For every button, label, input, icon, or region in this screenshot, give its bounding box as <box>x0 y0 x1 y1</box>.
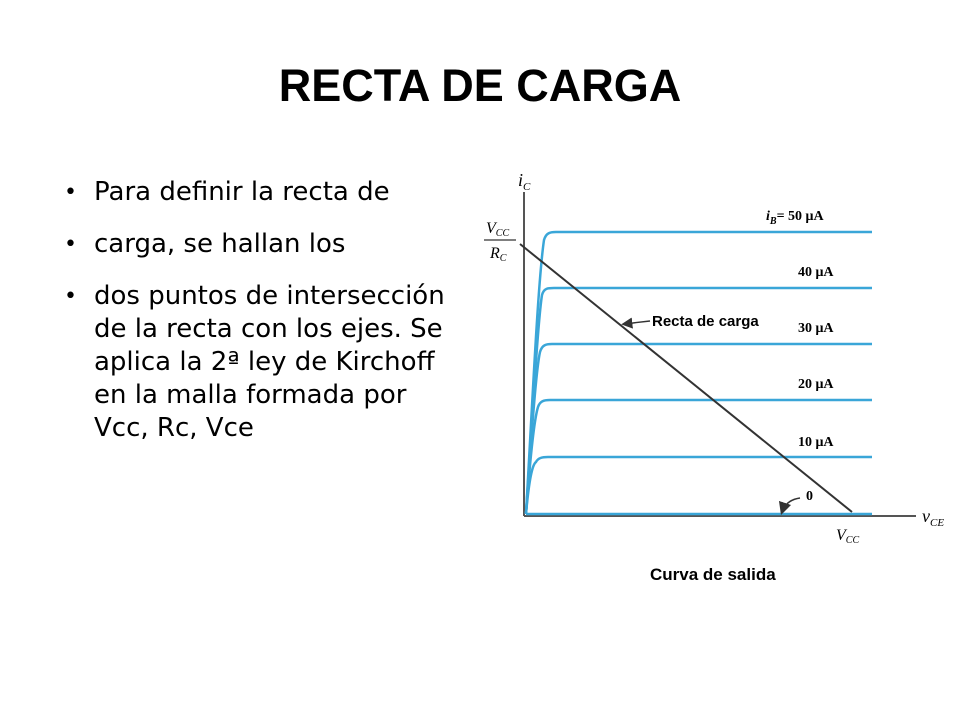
output-characteristic-diagram: iC vCE VCC RC VCC iB= 50 μA 40 μA 30 μA … <box>484 170 944 584</box>
y-axis-label: iC <box>518 170 531 193</box>
load-line-arrow-icon <box>621 317 651 329</box>
bullet-item: • carga, se hallan los <box>62 228 462 261</box>
svg-text:RC: RC <box>489 245 507 264</box>
curve-label-50ua: iB= 50 μA <box>766 209 824 227</box>
diagram-caption: Curva de salida <box>650 565 776 584</box>
load-line <box>519 243 853 513</box>
bullet-dot-icon: • <box>64 284 77 309</box>
curve-label-0ua: 0 <box>806 489 813 504</box>
bullet-dot-icon: • <box>64 232 77 257</box>
curve-label-40ua: 40 μA <box>798 265 834 280</box>
y-intercept-label: VCC RC <box>484 220 516 264</box>
curve-20ua <box>524 398 872 515</box>
curve-label-10ua: 10 μA <box>798 435 834 450</box>
bullet-text: dos puntos de intersección de la recta c… <box>94 281 445 443</box>
x-axis-label: vCE <box>922 506 944 529</box>
curve-10ua <box>524 455 872 515</box>
curve-label-20ua: 20 μA <box>798 377 834 392</box>
slide-title: RECTA DE CARGA <box>278 60 682 111</box>
bullet-text: carga, se hallan los <box>94 229 346 259</box>
x-intercept-label: VCC <box>836 527 859 546</box>
svg-text:VCC: VCC <box>486 220 509 239</box>
bullet-text: Para definir la recta de <box>94 177 390 207</box>
curve-label-30ua: 30 μA <box>798 321 834 336</box>
load-line-label: Recta de carga <box>652 313 759 330</box>
bullet-item: • Para definir la recta de <box>62 176 462 209</box>
zero-curve-arrow-icon <box>778 497 801 516</box>
curve-30ua <box>524 342 872 515</box>
bullet-item: • dos puntos de intersección de la recta … <box>62 280 462 445</box>
bullet-dot-icon: • <box>64 180 77 205</box>
bullet-list: • Para definir la recta de • carga, se hal… <box>62 176 462 464</box>
